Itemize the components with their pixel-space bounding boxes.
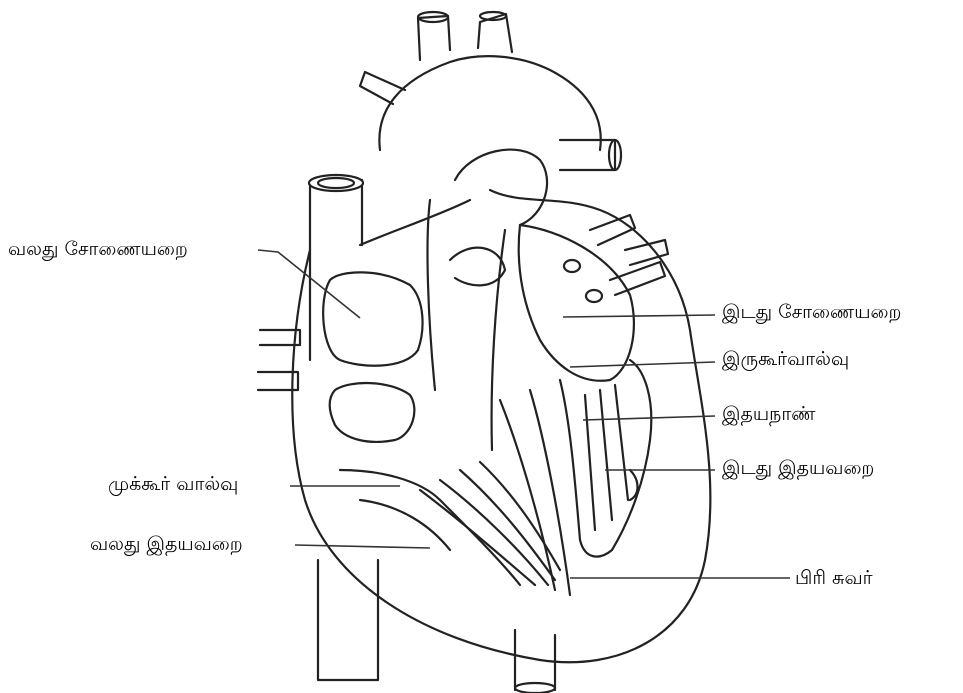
leader-left-atrium [563,315,715,317]
pulmonary-trunk [428,150,548,450]
superior-vena-cava [309,175,363,360]
label-tricuspid-valve: முக்கூர் வால்வு [108,472,238,496]
label-mitral-valve: இருகூர்வால்வு [722,347,849,371]
left-atrium-shape [519,225,634,381]
label-chordae-tendineae: இதயநாண் [722,402,815,426]
left-ventricle-shape [560,360,651,557]
label-left-atrium: இடது சோணையறை [722,300,901,324]
label-left-ventricle: இடது இதயவறை [722,456,874,480]
inferior-vena-cava [318,560,378,680]
right-atrium-shape [323,272,422,442]
label-right-atrium: வலது சோணையறை [8,237,188,261]
label-septum: பிரி சுவர் [795,566,873,590]
leader-mitral [570,362,715,367]
label-right-ventricle: வலது இதயவறை [90,532,243,556]
aortic-arch [360,12,621,170]
leader-right-ventricle [295,545,430,548]
